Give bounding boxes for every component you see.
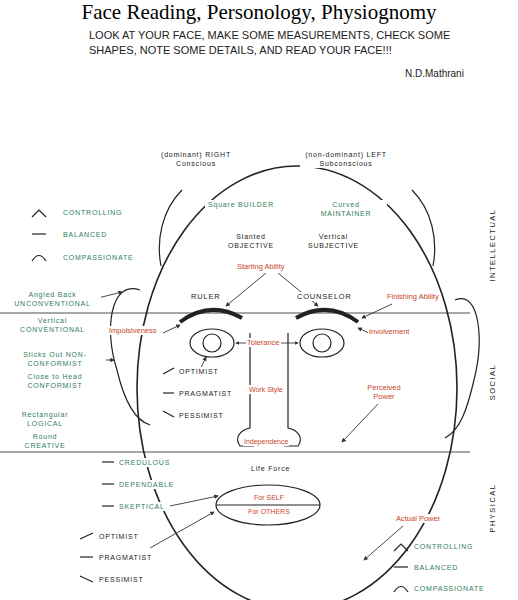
trait-label: Independence xyxy=(243,437,289,446)
trait-label: For SELF xyxy=(238,493,300,502)
trait-label: Square BUILDER xyxy=(205,200,277,209)
trait-label: RULER xyxy=(190,292,221,301)
trait-label: Sticks Out NON-CONFORMIST xyxy=(4,350,106,368)
trait-label: Angled Back UNCONVENTIONAL xyxy=(4,290,101,308)
zone-label: PHYSICAL xyxy=(488,482,497,533)
eye xyxy=(190,329,234,357)
title: Face Reading, Personology, Physiognomy xyxy=(0,0,518,24)
shape-symbol xyxy=(394,544,408,551)
leader-line xyxy=(226,273,266,306)
iris xyxy=(313,334,331,352)
trait-label: BALANCED xyxy=(413,563,459,572)
leader-line xyxy=(150,512,214,548)
leader-line xyxy=(170,496,218,506)
trait-label: PRAGMATIST xyxy=(98,553,153,562)
zone-divider xyxy=(0,452,470,453)
trait-label: Starting Ability xyxy=(236,262,286,271)
dash-symbol xyxy=(163,368,174,374)
dash-symbol xyxy=(102,483,114,484)
eyebrow xyxy=(296,310,358,322)
shape-symbol xyxy=(32,233,46,234)
temple-line xyxy=(412,190,435,266)
trait-label: Work Style xyxy=(248,385,284,394)
shape-symbol xyxy=(394,587,408,593)
trait-label: Rectangular LOGICAL xyxy=(4,410,86,428)
trait-label: (dominant) RIGHT Conscious xyxy=(160,150,232,168)
dash-symbol xyxy=(80,556,93,557)
trait-label: COMPASSIONATE xyxy=(413,584,485,593)
mouth xyxy=(216,485,320,525)
subtitle: LOOK AT YOUR FACE, MAKE SOME MEASUREMENT… xyxy=(88,28,460,58)
right-ear xyxy=(445,299,479,438)
trait-label: PESSIMIST xyxy=(178,411,225,420)
shape-symbol xyxy=(394,566,408,567)
shape-symbol xyxy=(32,256,46,262)
trait-label: PESSIMIST xyxy=(98,575,145,584)
leader-line xyxy=(278,273,318,306)
trait-label: Perceived Power xyxy=(358,383,410,401)
trait-label: Close to Head CONFORMIST xyxy=(4,372,106,390)
trait-label: Life Force xyxy=(250,464,291,473)
dash-symbol xyxy=(102,461,114,462)
trait-label: Vertical SUBJECTIVE xyxy=(295,232,372,250)
trait-label: SKEPTICAL xyxy=(118,502,166,511)
trait-label: Tolerance xyxy=(246,338,281,347)
eye xyxy=(300,329,344,357)
trait-label: CONTROLLING xyxy=(413,542,474,551)
shape-symbol xyxy=(32,210,46,217)
trait-label: COMPASSIONATE xyxy=(62,253,134,262)
eyebrow xyxy=(180,310,242,322)
trait-label: OPTIMIST xyxy=(98,532,139,541)
trait-label: Actual Power xyxy=(395,514,441,523)
lip-line xyxy=(216,504,320,505)
dash-symbol xyxy=(80,576,93,582)
trait-label: COUNSELOR xyxy=(296,292,353,301)
trait-label: PRAGMATIST xyxy=(178,389,233,398)
trait-label: CREDULOUS xyxy=(118,458,171,467)
trait-label: Curved MAINTAINER xyxy=(305,200,387,218)
trait-label: Involvement xyxy=(368,327,410,336)
temple-line xyxy=(159,190,182,266)
dash-symbol xyxy=(80,533,93,539)
face-outline xyxy=(137,166,457,600)
zone-label: INTELLECTUAL xyxy=(488,207,497,282)
nose xyxy=(284,333,300,446)
zone-label: SOCIAL xyxy=(488,363,497,402)
trait-label: For OTHERS xyxy=(238,507,300,516)
leader-line xyxy=(364,526,403,560)
trait-label: Finishing Ability xyxy=(386,292,440,301)
trait-label: CONTROLLING xyxy=(62,208,123,217)
leader-line xyxy=(342,404,378,442)
trait-label: Round CREATIVE xyxy=(14,432,76,450)
leader-line xyxy=(163,325,180,333)
left-ear xyxy=(111,289,150,425)
author: N.D.Mathrani xyxy=(404,68,465,80)
trait-label: Vertical CONVENTIONAL xyxy=(4,316,101,334)
trait-label: Slanted OBJECTIVE xyxy=(215,232,287,250)
dash-symbol xyxy=(102,505,114,506)
leader-line xyxy=(362,304,392,318)
dash-symbol xyxy=(163,392,174,393)
dash-symbol xyxy=(163,411,174,417)
iris xyxy=(203,334,221,352)
trait-label: (non-dominant) LEFT Subconscious xyxy=(300,150,392,168)
trait-label: BALANCED xyxy=(62,230,108,239)
trait-label: Impolsiveness xyxy=(108,326,158,335)
trait-label: OPTIMIST xyxy=(178,367,219,376)
trait-label: DEPENDABLE xyxy=(118,480,175,489)
